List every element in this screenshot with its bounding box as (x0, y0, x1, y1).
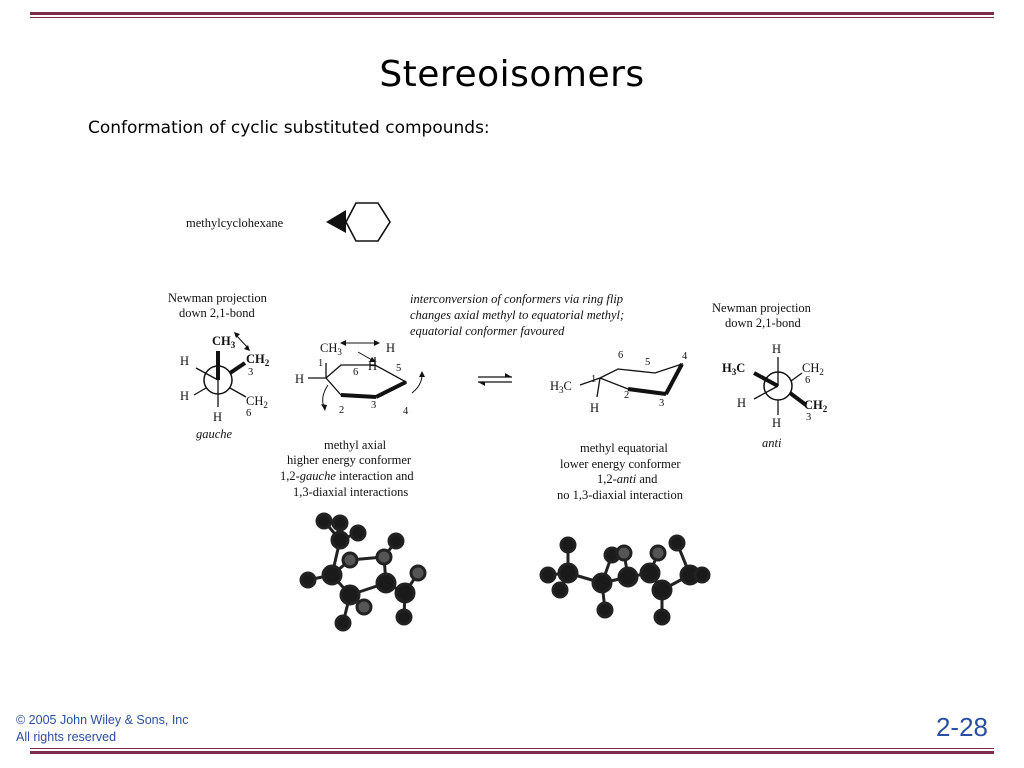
chair-axial-c4: 4 (403, 406, 409, 417)
newman-left-back-lower-num: 6 (246, 408, 251, 419)
chair-axial-c6: 6 (353, 367, 358, 378)
chair-methyl-axial: CH3 H H H 1 6 5 3 2 4 methyl axial highe… (280, 340, 425, 499)
equilibrium-arrows-icon (478, 373, 512, 386)
chair-eq-c2: 2 (624, 390, 629, 401)
axial-caption-2: higher energy conformer (287, 453, 412, 467)
chair-eq-c6: 6 (618, 350, 623, 361)
chair-eq-c4: 4 (682, 351, 688, 362)
newman-right-h3c-sub: 3 (732, 367, 737, 377)
chair-eq-c1: 1 (591, 374, 596, 385)
chair-axial-ch3: CH (320, 341, 337, 355)
chair-axial-h-mid: H (368, 359, 377, 373)
eq-caption-3-pre: 1,2- (597, 472, 617, 486)
chair-axial-h-left: H (295, 372, 304, 386)
eq-caption-3-post: and (636, 472, 658, 486)
chair-axial-c3: 3 (371, 400, 376, 411)
chair-eq-h3c-h: H (550, 379, 559, 393)
wedge-bond-icon (326, 210, 346, 233)
svg-text:H3C: H3C (550, 379, 572, 395)
newman-left-back-lower: CH (246, 394, 263, 408)
axial-caption-1: methyl axial (324, 438, 387, 452)
chair-axial-c2: 2 (339, 405, 344, 416)
svg-text:CH3: CH3 (320, 341, 342, 357)
interconversion-line2: changes axial methyl to equatorial methy… (410, 308, 624, 322)
svg-text:interconversion of conformers: interconversion of conformers via ring f… (410, 292, 623, 306)
newman-right-back-upper-sub: 2 (819, 367, 824, 377)
axial-caption-3-pre: 1,2- (280, 469, 300, 483)
axial-caption-3-em: gauche (300, 469, 337, 483)
ball-and-stick-model-axial (299, 512, 427, 632)
chair-axial-ch3-sub: 3 (337, 347, 342, 357)
copyright-notice: © 2005 John Wiley & Sons, Inc All rights… (16, 712, 189, 746)
newman-left-h-lower: H (180, 389, 189, 403)
newman-right-h-lower: H (737, 396, 746, 410)
chair-axial-c1: 1 (318, 358, 323, 369)
conformation-figure: methylcyclohexane Newman projection down… (168, 202, 828, 632)
newman-left-back-top: CH (246, 352, 265, 366)
newman-left-caption-1: Newman projection (168, 291, 268, 305)
newman-projection-anti: Newman projection down 2,1-bond H H3C CH… (712, 301, 828, 450)
interconversion-line1-em: interconversion of conformers (410, 292, 561, 306)
chair-eq-c3: 3 (659, 398, 664, 409)
axial-caption-3-post: interaction and (336, 469, 414, 483)
svg-text:1,2-gauche interaction and: 1,2-gauche interaction and (280, 469, 414, 483)
interconversion-line1-post: via ring flip (561, 292, 623, 306)
newman-left-back-top-sub: 2 (265, 358, 270, 368)
newman-right-caption-2: down 2,1-bond (725, 316, 801, 330)
newman-left-front-top-sub: 3 (231, 340, 236, 350)
copyright-line-2: All rights reserved (16, 730, 117, 744)
svg-text:CH2: CH2 (802, 361, 824, 377)
newman-right-back-lower-num: 3 (806, 412, 811, 423)
newman-right-h-top: H (772, 342, 781, 356)
eq-caption-3-em: anti (617, 472, 637, 486)
newman-right-caption-1: Newman projection (712, 301, 812, 315)
interconversion-line3: equatorial conformer favoured (410, 324, 565, 338)
ball-and-stick-model-equatorial (539, 534, 711, 626)
newman-left-back-top-num: 3 (248, 367, 253, 378)
chair-axial-c5: 5 (396, 363, 401, 374)
slide-page-number: 2-28 (935, 712, 988, 742)
newman-right-back-upper: CH (802, 361, 819, 375)
chair-eq-h-bottom: H (590, 401, 599, 415)
svg-text:CH3: CH3 (212, 334, 236, 350)
methylcyclohexane-structure: methylcyclohexane (186, 202, 391, 242)
svg-text:CH2: CH2 (246, 352, 270, 368)
newman-left-back-lower-sub: 2 (263, 400, 268, 410)
newman-right-h-bottom: H (772, 416, 781, 430)
eq-caption-1: methyl equatorial (580, 441, 668, 455)
slide-title: Stereoisomers (379, 54, 645, 95)
axial-caption-4: 1,3-diaxial interactions (293, 485, 408, 499)
newman-left-front-top: CH (212, 334, 231, 348)
newman-left-label-gauche: gauche (196, 427, 233, 441)
newman-projection-gauche: Newman projection down 2,1-bond CH3 CH2 … (168, 291, 270, 441)
chair-eq-c5: 5 (645, 357, 650, 368)
chair-axial-h-top: H (386, 341, 395, 355)
newman-left-h-bottom: H (213, 410, 222, 424)
cyclohexane-ring-icon (345, 202, 391, 242)
svg-text:H3C: H3C (722, 361, 745, 377)
newman-right-label-anti: anti (762, 436, 782, 450)
newman-right-back-upper-num: 6 (805, 375, 810, 386)
bottom-border-rule (30, 748, 994, 754)
eq-caption-2: lower energy conformer (560, 457, 681, 471)
slide-subtitle: Conformation of cyclic substituted compo… (88, 118, 490, 138)
svg-text:1,2-anti and: 1,2-anti and (597, 472, 658, 486)
chair-methyl-equatorial: H3C H 1 2 3 4 5 6 methyl equatorial lowe… (550, 350, 688, 502)
interconversion-note: interconversion of conformers via ring f… (410, 292, 624, 386)
svg-text:CH2: CH2 (246, 394, 268, 410)
chair-eq-h3c-sub: 3 (559, 385, 564, 395)
newman-right-h3c-h: H (722, 361, 732, 375)
chair-eq-h3c-c: C (564, 379, 572, 393)
newman-right-back-lower-sub: 2 (823, 404, 828, 414)
svg-text:CH2: CH2 (804, 398, 828, 414)
top-border-rule (30, 12, 994, 18)
newman-left-caption-2: down 2,1-bond (179, 306, 255, 320)
compound-label: methylcyclohexane (186, 216, 284, 230)
copyright-line-1: © 2005 John Wiley & Sons, Inc (16, 713, 189, 727)
eq-caption-4: no 1,3-diaxial interaction (557, 488, 684, 502)
newman-left-h-upper: H (180, 354, 189, 368)
newman-right-back-lower: CH (804, 398, 823, 412)
newman-right-h3c-c: C (736, 361, 745, 375)
